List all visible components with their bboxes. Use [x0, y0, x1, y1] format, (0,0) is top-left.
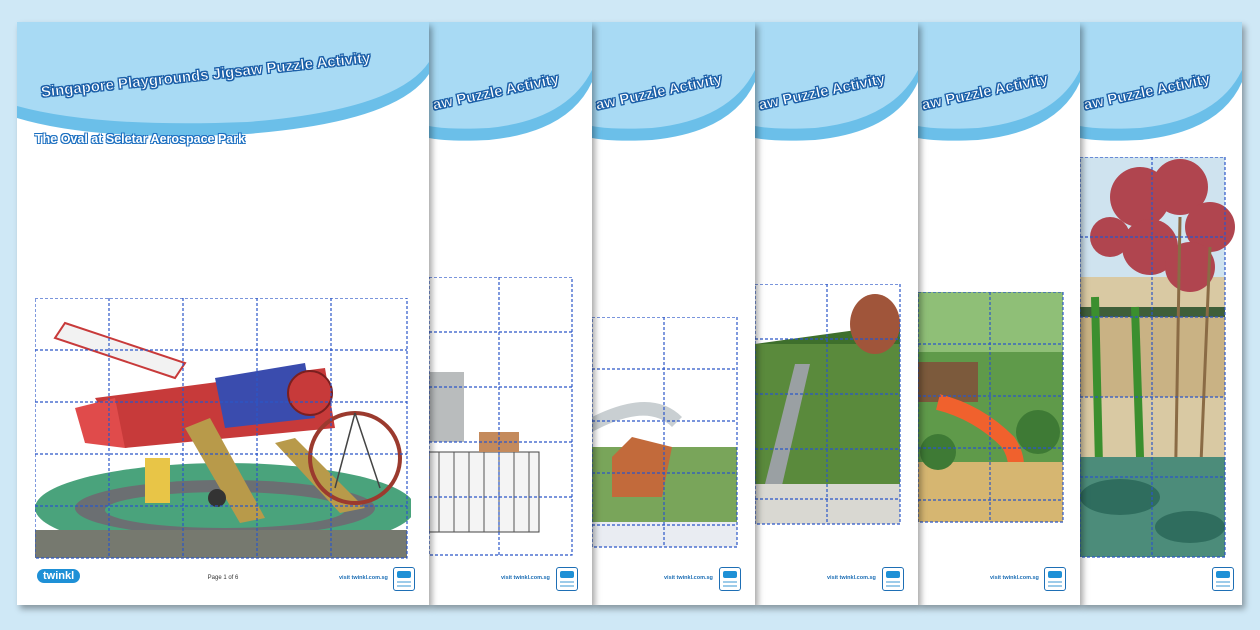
- puzzle-image-tube-slide: [918, 292, 1064, 523]
- quality-badge-icon: [556, 567, 578, 591]
- puzzle-image-fence: [429, 277, 573, 556]
- puzzle-image-curved-slide: [592, 317, 738, 548]
- quality-badge-icon: [882, 567, 904, 591]
- page-banner: [1080, 22, 1242, 141]
- footer-url: visit twinkl.com.sg: [501, 575, 550, 581]
- worksheet-page-3[interactable]: aw Puzzle Activity visit twinkl.com.sg: [592, 22, 755, 605]
- worksheet-page-4[interactable]: aw Puzzle Activity visit twinkl.com.sg: [755, 22, 918, 605]
- worksheet-page-1[interactable]: Singapore Playgrounds Jigsaw Puzzle Acti…: [17, 22, 429, 605]
- page-banner: [17, 22, 429, 136]
- quality-badge-icon: [719, 567, 741, 591]
- footer-url: visit twinkl.com.sg: [664, 575, 713, 581]
- worksheet-page-5[interactable]: aw Puzzle Activity visit twinkl.com.sg: [918, 22, 1080, 605]
- page-banner: [918, 22, 1080, 141]
- quality-badge-icon: [1212, 567, 1234, 591]
- twinkl-logo: twinkl: [37, 569, 81, 583]
- puzzle-image-hill-slide: [755, 284, 901, 525]
- page-subtitle: The Oval at Seletar Aerospace Park: [35, 132, 246, 146]
- puzzle-image-airplane: [35, 298, 411, 559]
- page-banner: [755, 22, 918, 141]
- footer-url: visit twinkl.com.sg: [827, 575, 876, 581]
- page-number: Page 1 of 6: [207, 575, 239, 581]
- footer-url: visit twinkl.com.sg: [990, 575, 1039, 581]
- worksheet-page-6[interactable]: aw Puzzle Activity: [1080, 22, 1242, 605]
- quality-badge-icon: [1044, 567, 1066, 591]
- page-banner: [429, 22, 592, 141]
- page-banner: [592, 22, 755, 141]
- puzzle-image-forest: [1080, 157, 1235, 558]
- quality-badge-icon: [393, 567, 415, 591]
- worksheet-page-2[interactable]: aw Puzzle Activity visit twinkl.com.sg: [429, 22, 592, 605]
- footer-url: visit twinkl.com.sg: [339, 575, 388, 581]
